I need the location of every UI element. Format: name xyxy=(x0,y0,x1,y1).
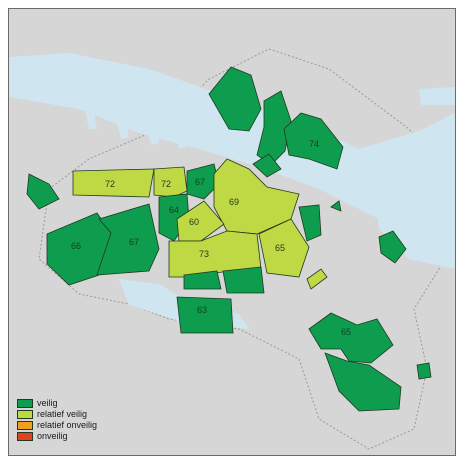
district-oud-west[interactable] xyxy=(176,200,225,242)
legend-label: relatief veilig xyxy=(37,409,88,419)
legend: veilig relatief veilig relatief onveilig… xyxy=(17,398,97,442)
legend-label: veilig xyxy=(37,398,58,408)
district-slotervaart[interactable] xyxy=(183,266,265,294)
district-osdorp-oost[interactable] xyxy=(96,203,160,276)
district-noord-west[interactable] xyxy=(208,66,262,132)
district-jordaan[interactable] xyxy=(153,166,188,198)
district-noord-oost[interactable] xyxy=(283,112,344,170)
legend-swatch-relatief-onveilig xyxy=(17,421,33,430)
district-noord-midden[interactable] xyxy=(256,90,292,166)
legend-label: onveilig xyxy=(37,431,68,441)
district-centrum-west[interactable] xyxy=(186,163,220,200)
district-zeeburg[interactable] xyxy=(298,204,322,242)
district-ijburg[interactable] xyxy=(378,230,407,264)
district-geuzenveld[interactable] xyxy=(26,173,60,210)
district-label: 72 xyxy=(161,179,171,189)
legend-label: relatief onveilig xyxy=(37,420,98,430)
district-label: 64 xyxy=(169,205,179,215)
district-buitenveldert[interactable] xyxy=(176,296,234,334)
district-label: 65 xyxy=(341,327,351,337)
districts: 74 72 72 67 69 64 60 66 67 73 65 63 65 xyxy=(26,66,432,412)
district-label: 67 xyxy=(195,177,205,187)
district-gaasperdam[interactable] xyxy=(324,352,432,412)
district-label: 60 xyxy=(189,217,199,227)
district-label: 65 xyxy=(275,243,285,253)
district-label: 69 xyxy=(229,197,239,207)
district-centrum-oost[interactable] xyxy=(213,158,300,235)
map-frame: 74 72 72 67 69 64 60 66 67 73 65 63 65 v… xyxy=(8,8,456,456)
district-noord-klein[interactable] xyxy=(252,153,282,178)
amsterdam-safety-map: 74 72 72 67 69 64 60 66 67 73 65 63 65 xyxy=(9,48,455,450)
district-zuideramstel[interactable] xyxy=(330,200,342,212)
legend-item: relatief onveilig xyxy=(17,420,97,431)
legend-swatch-onveilig xyxy=(17,432,33,441)
district-label: 67 xyxy=(129,237,139,247)
district-oost[interactable] xyxy=(258,218,310,278)
district-label: 63 xyxy=(197,305,207,315)
legend-swatch-veilig xyxy=(17,399,33,408)
district-zuidoost[interactable] xyxy=(308,312,394,364)
district-watergraafsmeer[interactable] xyxy=(306,268,328,290)
legend-item: onveilig xyxy=(17,431,97,442)
legend-item: veilig xyxy=(17,398,97,409)
legend-swatch-relatief-veilig xyxy=(17,410,33,419)
legend-item: relatief veilig xyxy=(17,409,97,420)
district-label: 73 xyxy=(199,249,209,259)
city-boundary xyxy=(38,48,440,450)
district-label: 66 xyxy=(71,241,81,251)
district-westerpark[interactable] xyxy=(72,168,155,198)
district-label: 74 xyxy=(309,139,319,149)
district-label: 72 xyxy=(105,179,115,189)
